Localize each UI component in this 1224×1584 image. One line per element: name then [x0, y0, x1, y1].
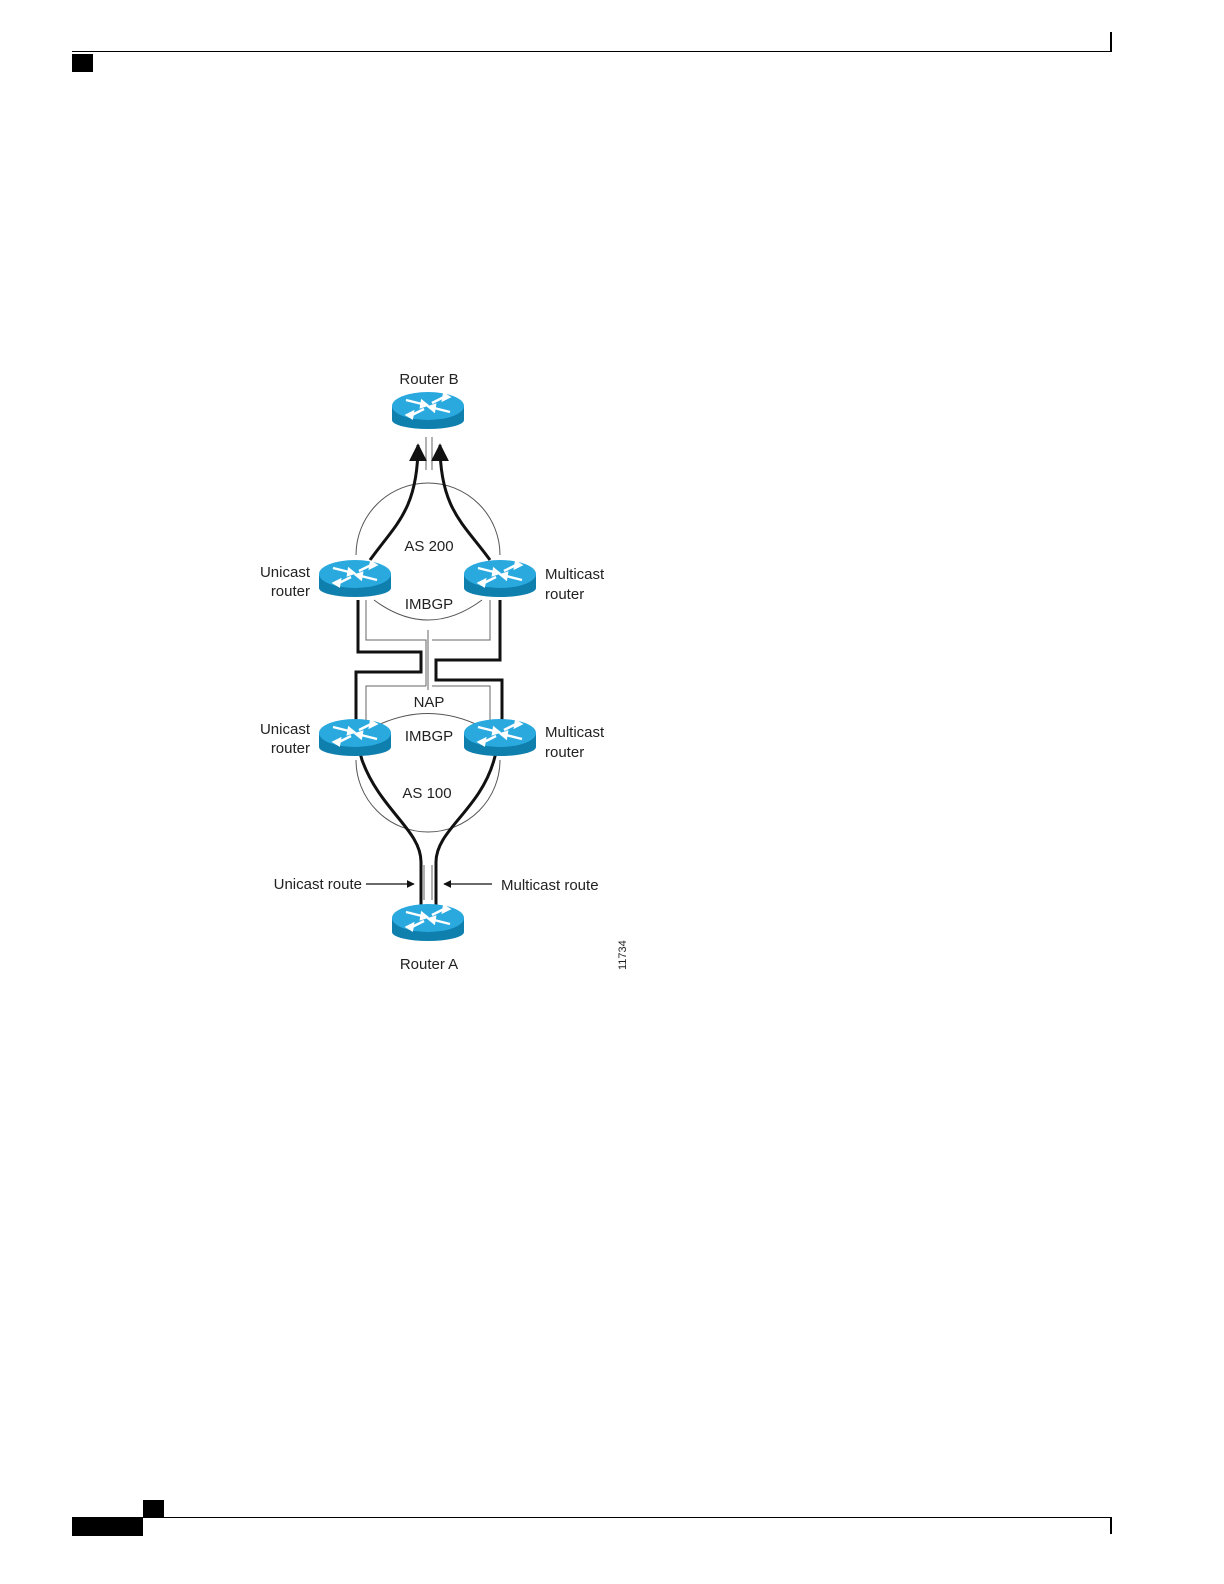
as200-label: AS 200	[404, 538, 453, 555]
imbgp-bottom-label: IMBGP	[405, 728, 453, 745]
unicast-route-label: Unicast route	[274, 876, 362, 893]
multicast-router-top-label-line2: router	[545, 586, 584, 603]
multicast-router-bottom-label-line2: router	[545, 744, 584, 761]
footer-marker	[72, 1518, 143, 1536]
footer-tick	[1110, 1518, 1112, 1534]
header-marker	[72, 54, 93, 72]
unicast-router-top-label-line2: router	[271, 583, 310, 600]
multicast-router-bottom-icon	[464, 719, 536, 756]
multicast-router-top-label-line1: Multicast	[545, 566, 605, 583]
multicast-router-bottom-label-line1: Multicast	[545, 724, 605, 741]
footer-square	[143, 1500, 164, 1517]
header-tick	[1110, 32, 1112, 52]
unicast-router-bottom-label-line1: Unicast	[260, 721, 311, 738]
network-diagram: Router B AS 200 IMBGP Unicast router Mul…	[240, 360, 640, 990]
multicast-route-label: Multicast route	[501, 877, 599, 894]
nap-label: NAP	[414, 694, 445, 711]
unicast-router-top-label-line1: Unicast	[260, 564, 311, 581]
router-a-icon	[392, 904, 464, 941]
multicast-path	[436, 445, 502, 905]
unicast-path	[356, 445, 421, 905]
multicast-router-top-icon	[464, 560, 536, 597]
figure-number: 11734	[617, 940, 629, 970]
router-b-icon	[392, 392, 464, 429]
header-rule	[72, 51, 1112, 52]
unicast-router-bottom-icon	[319, 719, 391, 756]
imbgp-top-label: IMBGP	[405, 596, 453, 613]
footer-rule	[72, 1517, 1112, 1518]
router-b-label: Router B	[399, 371, 458, 388]
as100-label: AS 100	[402, 785, 451, 802]
router-a-label: Router A	[400, 956, 458, 973]
unicast-router-top-icon	[319, 560, 391, 597]
physical-links	[366, 437, 490, 900]
unicast-router-bottom-label-line2: router	[271, 740, 310, 757]
